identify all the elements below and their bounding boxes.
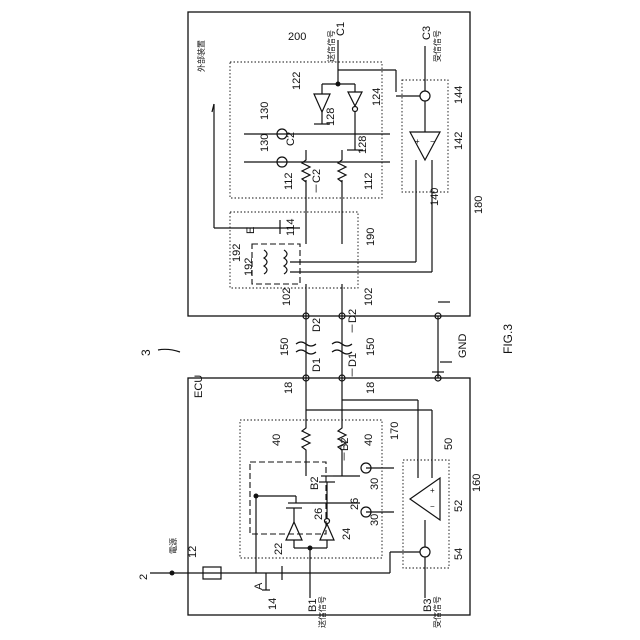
ecu-ctrl-pos: B2 — [309, 477, 321, 490]
ecu-comparator — [410, 478, 440, 520]
ecu-ref: 160 — [471, 474, 483, 492]
ext-comparator-block-ref: 140 — [429, 188, 441, 206]
ext-rx-label: 受信信号 — [432, 30, 442, 62]
ext-terminal-ref-1: 102 — [281, 288, 293, 306]
ext-tx-label: 送信信号 — [326, 30, 336, 62]
transformer-dashed — [252, 244, 300, 284]
bus-ref-2: 150 — [365, 338, 377, 356]
ext-comp-plus: + — [415, 137, 420, 146]
ecu-t2-ref: 26 — [349, 498, 361, 510]
ecu-cs1-ref: 30 — [369, 514, 381, 526]
ecu-adder-ref: 54 — [453, 548, 465, 560]
ecu-inverter-ref: 24 — [341, 528, 353, 540]
ecu-rx-label: 受信信号 — [432, 596, 442, 628]
ecu-inverter — [320, 524, 334, 540]
ecu-interface-ref: 170 — [389, 422, 401, 440]
ext-resistor-2 — [338, 150, 346, 182]
ecu-cs2-ref: 30 — [369, 478, 381, 490]
ecu-comparator-block-ref: 50 — [443, 438, 455, 450]
ext-rx-signal: C3 — [421, 26, 433, 40]
ext-t2-ref: 128 — [357, 136, 369, 154]
ext-cs2-ref: 130 — [259, 134, 271, 152]
transformer-coil-2 — [284, 250, 287, 274]
ecu-r1-ref: 40 — [271, 434, 283, 446]
ecu-power-ref: 2 — [138, 574, 150, 580]
ecu-r2-ref: 40 — [363, 434, 375, 446]
ecu-driver-dashed-box — [250, 462, 326, 534]
ext-driver-ref: 122 — [291, 72, 303, 90]
figure-title: FIG.3 — [501, 324, 515, 354]
system-ref-arrow — [158, 349, 180, 352]
ext-cs1-ref: 130 — [259, 102, 271, 120]
ext-r1-ref: 112 — [283, 172, 295, 190]
ecu-fuse-ref: 12 — [187, 546, 199, 558]
external-interface-ref: 190 — [365, 228, 377, 246]
external-cap-ref: 114 — [285, 218, 297, 236]
external-ref: 180 — [473, 196, 485, 214]
ext-adder — [420, 91, 430, 101]
ecu-terminal-ref-1: 18 — [283, 382, 295, 394]
bus-d2-neg-label: －D2 — [347, 309, 359, 334]
ecu-terminal-ref-2: 18 — [365, 382, 377, 394]
ecu-node-a: A — [253, 582, 265, 590]
ecu-tx-node — [308, 546, 313, 551]
ext-inverter-ref: 124 — [371, 88, 383, 106]
bus-d1-neg-label: －D1 — [347, 353, 359, 378]
ext-tx-signal: C1 — [335, 22, 347, 36]
ext-resistor-1 — [302, 150, 310, 182]
transformer-coil-1 — [264, 250, 267, 274]
ext-r2-ref: 112 — [363, 172, 375, 190]
bus-d1-label: D1 — [311, 358, 323, 372]
transformer-ref-2: 192 — [243, 258, 255, 276]
ecu-driver-ref: 22 — [273, 543, 285, 555]
bus-ref-1: 150 — [279, 338, 291, 356]
ext-t1-ref: 128 — [325, 108, 337, 126]
ecu-t1-ref: 26 — [313, 508, 325, 520]
ext-terminal-ref-2: 102 — [363, 288, 375, 306]
ext-comp-minus: − — [430, 137, 435, 146]
ecu-resistor-1 — [302, 420, 310, 476]
ext-ctrl-neg: －C2 — [311, 169, 323, 194]
ecu-driver — [286, 522, 302, 540]
bus-gnd-label: GND — [457, 334, 469, 359]
ext-comparator-block — [402, 80, 448, 192]
ecu-comp-plus: + — [430, 486, 435, 495]
ecu-cap-ref: 14 — [267, 598, 279, 610]
ecu-comp-minus: − — [430, 502, 435, 511]
ext-adder-ref: 144 — [453, 86, 465, 104]
ecu-tx-label: 送信信号 — [317, 596, 327, 628]
ecu-comparator-ref: 52 — [453, 500, 465, 512]
ecu-power-node — [170, 571, 175, 576]
ecu-title: ECU — [193, 375, 205, 398]
system-ref: 3 — [139, 349, 153, 356]
ecu-adder — [420, 547, 430, 557]
ecu-box — [188, 378, 470, 615]
external-inner-ref: 200 — [288, 31, 306, 43]
ext-comparator-ref: 142 — [453, 132, 465, 150]
external-title: 外部装置 — [196, 40, 206, 72]
transformer-ref-1: 192 — [231, 244, 243, 262]
bus-d2-label: D2 — [311, 318, 323, 332]
ext-inverter — [348, 92, 362, 106]
ecu-power-label: 電源 — [169, 538, 178, 554]
